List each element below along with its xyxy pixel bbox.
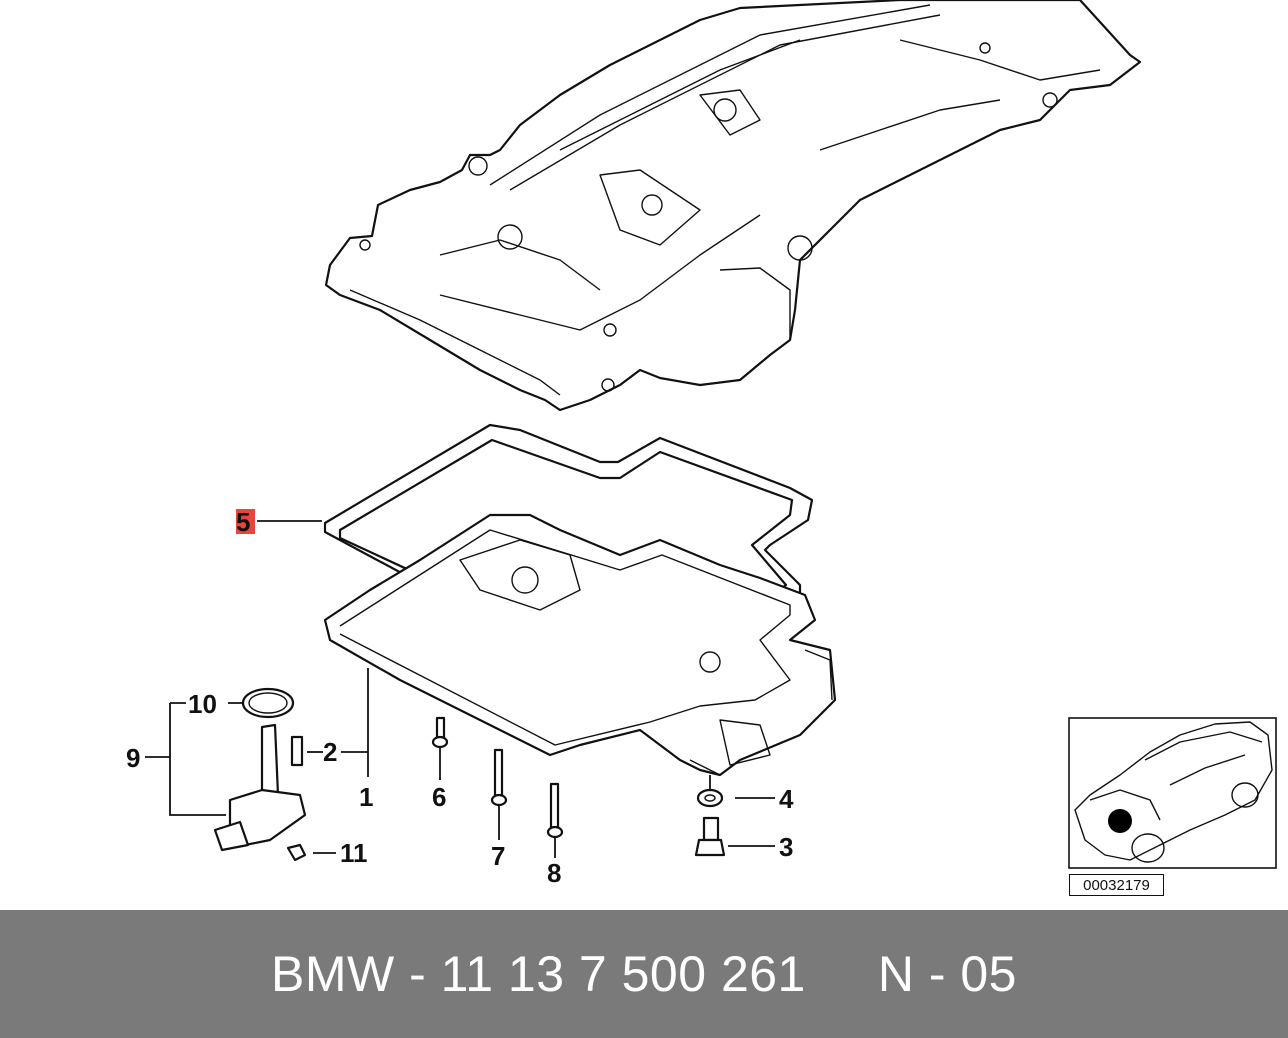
parts-diagram: 5 10 9 2 1 6 7 8 4 3 11 xyxy=(126,0,1277,888)
callout-6[interactable]: 6 xyxy=(432,782,446,812)
oil-level-sensor xyxy=(213,687,307,862)
callout-10[interactable]: 10 xyxy=(188,689,217,719)
callout-9[interactable]: 9 xyxy=(126,743,140,773)
callout-11[interactable]: 11 xyxy=(340,838,368,868)
callout-5[interactable]: 5 xyxy=(236,507,250,537)
callout-7[interactable]: 7 xyxy=(491,841,505,871)
callout-2[interactable]: 2 xyxy=(323,737,337,767)
callout-3[interactable]: 3 xyxy=(779,832,793,862)
leader-lines xyxy=(145,520,775,858)
callout-1[interactable]: 1 xyxy=(359,782,373,812)
part-number-caption: BMW - 11 13 7 500 261 N - 05 xyxy=(271,946,1017,1002)
reference-code: 00032179 xyxy=(1069,874,1164,896)
vehicle-inset xyxy=(1068,717,1277,869)
oil-pan xyxy=(323,513,837,777)
callout-4[interactable]: 4 xyxy=(779,784,794,814)
highlight-box xyxy=(236,509,255,534)
bolts xyxy=(431,716,726,857)
callout-8[interactable]: 8 xyxy=(547,858,561,888)
engine-block xyxy=(324,0,1142,412)
location-marker xyxy=(1108,809,1132,833)
footer-bar: BMW - 11 13 7 500 261 N - 05 xyxy=(0,910,1288,1038)
